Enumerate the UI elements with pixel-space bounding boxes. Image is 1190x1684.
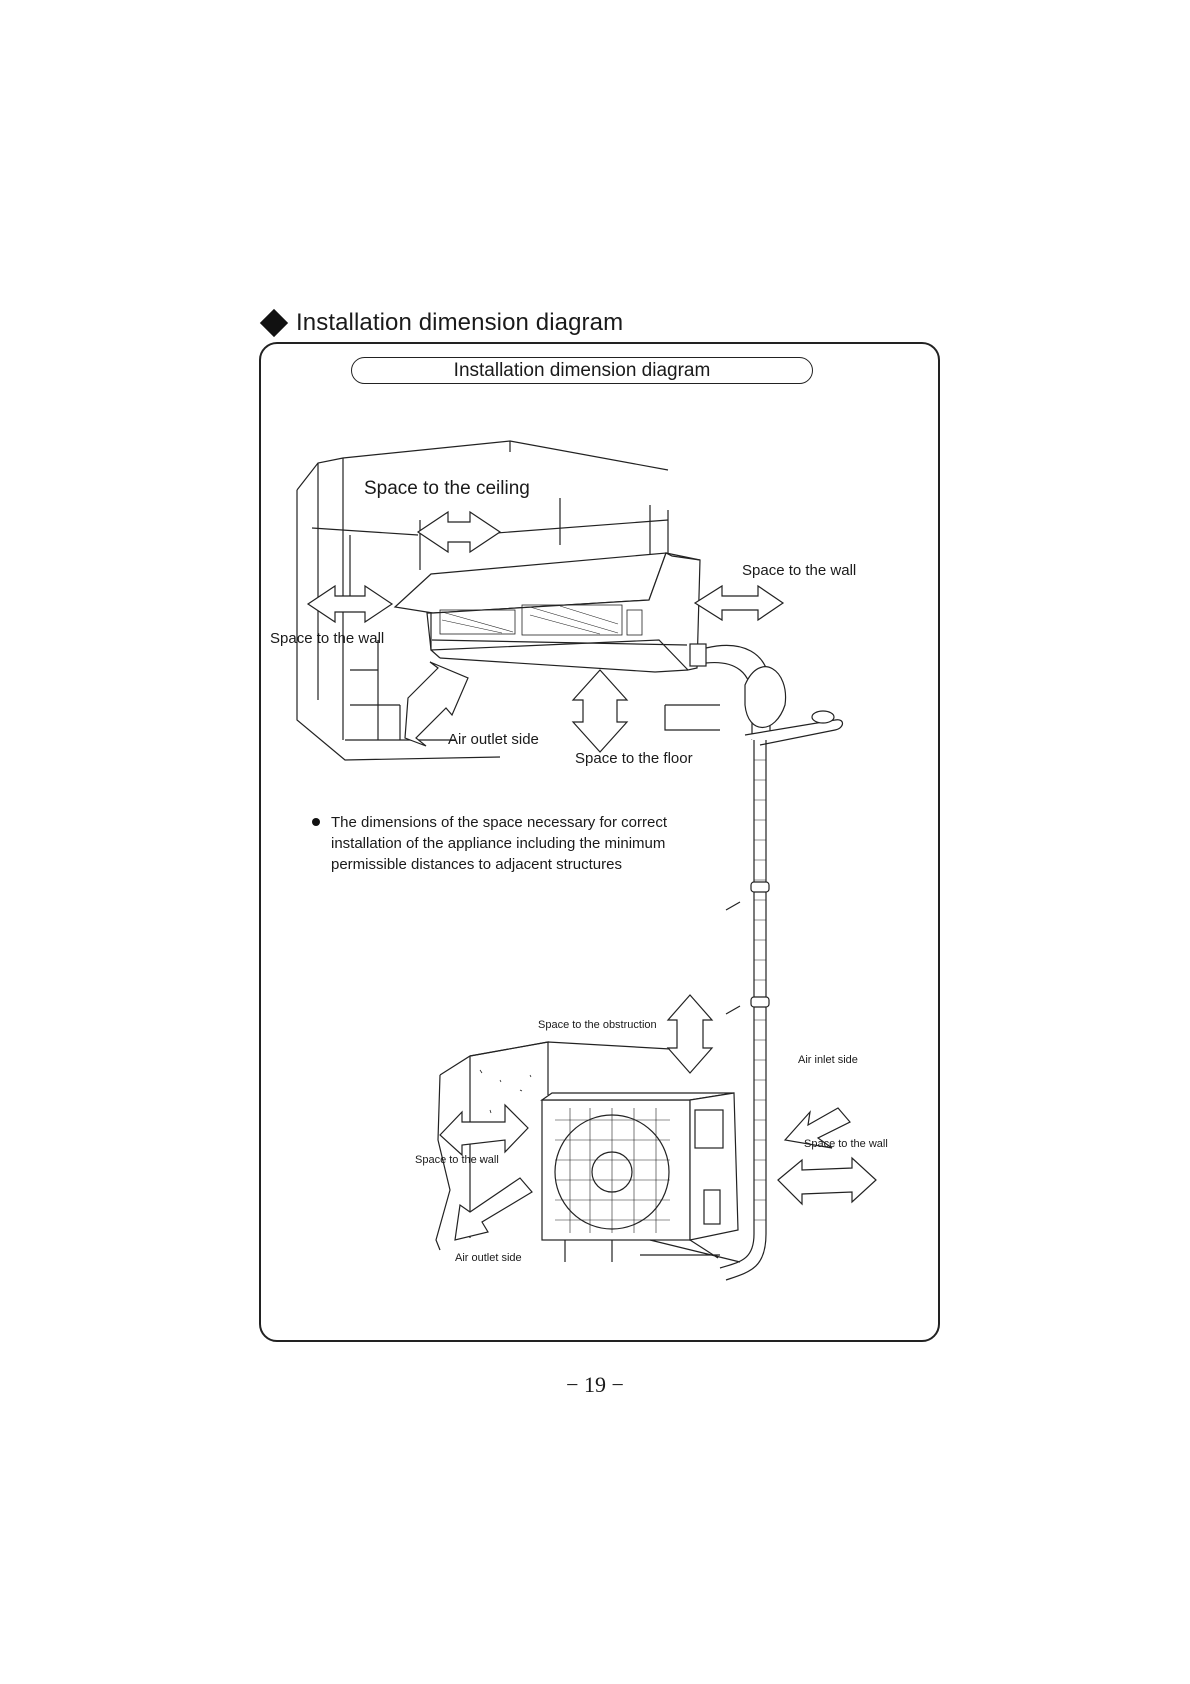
installation-note: The dimensions of the space necessary fo… [312,812,712,875]
indoor-unit-shape [393,552,701,673]
page-heading: Installation dimension diagram [258,306,623,340]
page-number: − 19 − [566,1372,624,1397]
page-heading-text: Installation dimension diagram [296,309,624,336]
diagram-panel [259,342,940,1342]
indoor-arrows [306,510,785,753]
outdoor-wall [435,1041,689,1251]
indoor-room-corner [296,440,720,761]
panel-title: Installation dimension diagram [351,357,813,384]
outdoor-arrows [439,994,877,1241]
label-space-to-obstruction: Space to the obstruction [538,1019,657,1031]
label-outdoor-air-outlet-side: Air outlet side [455,1252,522,1264]
label-outdoor-space-to-wall-right: Space to the wall [804,1138,888,1150]
label-indoor-space-to-wall-right: Space to the wall [742,562,857,579]
bullet-icon [312,818,320,826]
label-indoor-air-outlet-side: Air outlet side [448,731,539,748]
outdoor-unit-shape [540,1092,741,1263]
label-space-to-floor: Space to the floor [575,750,693,767]
label-air-inlet-side: Air inlet side [798,1054,858,1066]
label-space-to-ceiling: Space to the ceiling [364,478,530,499]
refrigerant-pipe [689,643,844,1281]
installation-note-text: The dimensions of the space necessary fo… [331,814,667,873]
label-indoor-space-to-wall-left: Space to the wall [270,630,385,647]
label-outdoor-space-to-wall-left: Space to the wall [415,1154,499,1166]
